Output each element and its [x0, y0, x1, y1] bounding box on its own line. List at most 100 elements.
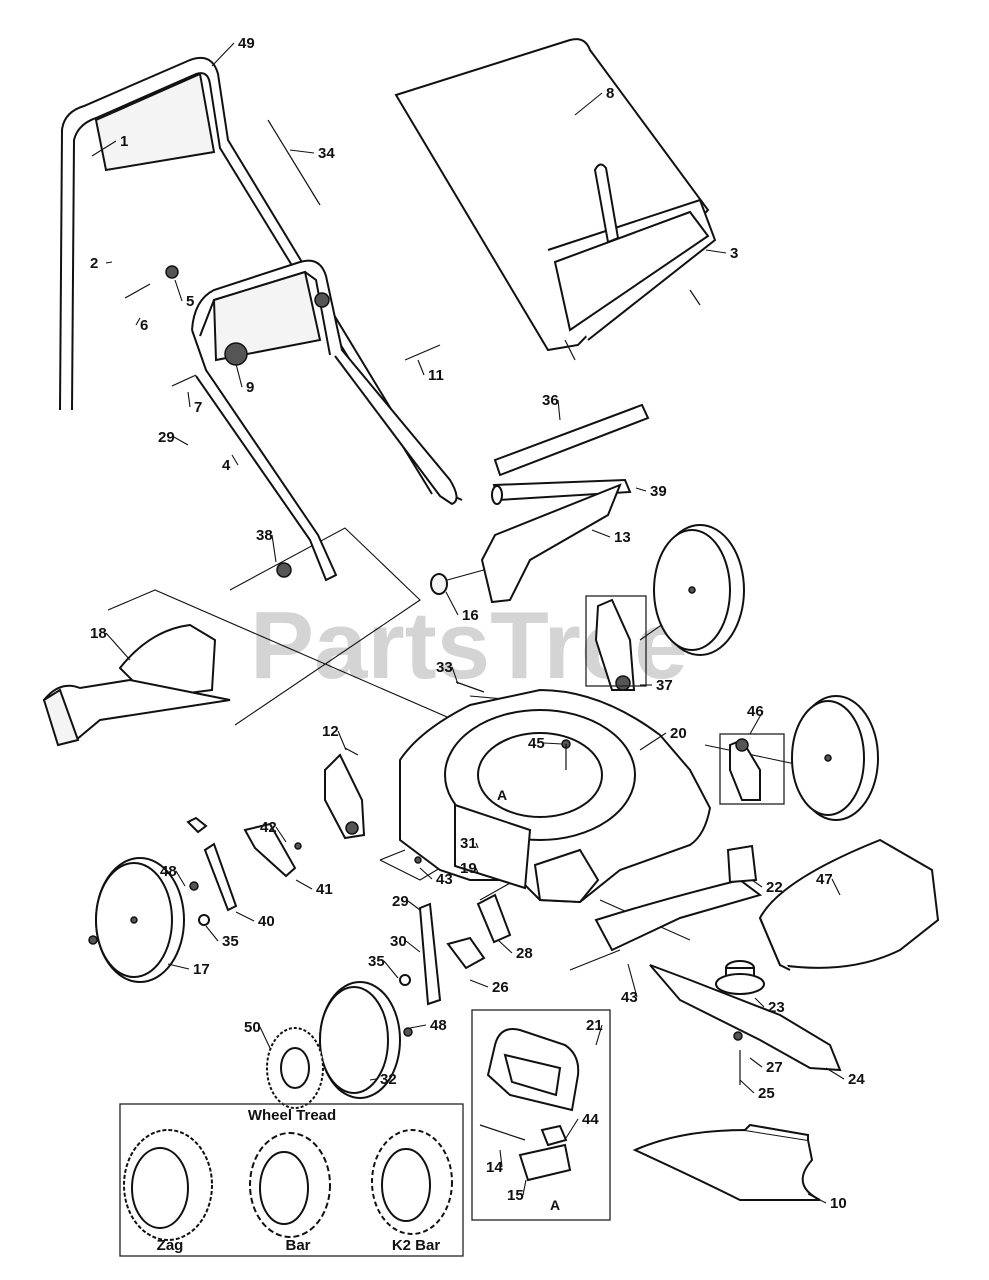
detail-marker-deck: A	[497, 787, 507, 803]
tread-k2bar-wheel	[371, 1129, 453, 1235]
callout-7: 7	[194, 399, 202, 416]
callout-leader	[639, 732, 667, 751]
callout-leader	[749, 710, 764, 735]
callout-leader	[259, 1026, 271, 1049]
callout-leader	[499, 1149, 503, 1168]
callout-28: 28	[516, 945, 533, 962]
tread-label-k2bar: K2 Bar	[392, 1237, 441, 1254]
callout-leader	[167, 963, 190, 970]
tread-label-bar: Bar	[285, 1237, 310, 1254]
rear-shield	[42, 623, 231, 747]
callout-leader	[543, 742, 563, 745]
callout-leader	[807, 1193, 827, 1204]
front-axle-parts	[399, 856, 512, 1037]
wheel-rear-left	[95, 857, 185, 983]
callout-29: 29	[158, 429, 175, 446]
callout-10: 10	[830, 1195, 847, 1212]
callout-14: 14	[486, 1159, 503, 1176]
callout-leader	[497, 939, 513, 954]
callout-leader	[173, 436, 189, 446]
callout-leader	[749, 1057, 763, 1068]
side-discharge-chute	[758, 838, 940, 971]
callout-29: 29	[392, 893, 409, 910]
callout-43: 43	[436, 871, 453, 888]
callout-leader	[595, 1024, 603, 1046]
callout-5: 5	[186, 293, 194, 310]
callout-8: 8	[606, 85, 614, 102]
baffle	[594, 844, 763, 952]
detail-box-46	[719, 733, 785, 805]
callout-19: 19	[460, 860, 477, 877]
callout-13: 13	[614, 529, 631, 546]
callout-leader	[739, 1079, 755, 1094]
callout-leader	[475, 867, 479, 874]
callout-leader	[469, 979, 489, 988]
callout-leader	[475, 842, 479, 849]
callout-leader	[407, 900, 421, 911]
callout-leader	[705, 249, 727, 254]
callout-49: 49	[238, 35, 255, 52]
callout-leader	[295, 879, 313, 890]
callout-50: 50	[244, 1019, 261, 1036]
callout-leader	[275, 826, 287, 843]
callout-34: 34	[318, 145, 335, 162]
callout-leader	[231, 454, 239, 466]
callout-46: 46	[747, 703, 764, 720]
callout-36: 36	[542, 392, 559, 409]
callout-48: 48	[430, 1017, 447, 1034]
callout-40: 40	[258, 913, 275, 930]
callout-leader	[751, 879, 763, 888]
callout-leader	[522, 1179, 527, 1196]
callout-16: 16	[462, 607, 479, 624]
rear-height-bracket	[324, 747, 366, 840]
callout-3: 3	[730, 245, 738, 262]
wheel-front-left	[319, 981, 401, 1099]
tread-label-zag: Zag	[157, 1237, 184, 1254]
callout-43: 43	[621, 989, 638, 1006]
tread-bar-wheel	[249, 1132, 331, 1238]
callout-4: 4	[222, 457, 231, 474]
height-adjuster-rear	[729, 738, 761, 801]
callout-leader	[205, 925, 219, 942]
detail-A-parts	[479, 1028, 580, 1182]
hubcap	[266, 1027, 324, 1109]
callout-leader	[289, 149, 315, 154]
blade-adapter	[715, 960, 765, 995]
callout-20: 20	[670, 725, 687, 742]
callout-41: 41	[316, 881, 333, 898]
callout-leader	[211, 42, 235, 67]
callout-30: 30	[390, 933, 407, 950]
tread-title: Wheel Tread	[248, 1107, 336, 1124]
callout-leader	[174, 279, 183, 302]
callout-leader	[635, 487, 647, 492]
wheel-front-right	[653, 524, 745, 656]
callout-leader	[105, 261, 113, 264]
callout-39: 39	[650, 483, 667, 500]
mulch-plug	[632, 1123, 821, 1201]
grass-bag	[394, 38, 717, 361]
callout-47: 47	[816, 871, 833, 888]
callout-leader	[235, 363, 243, 388]
callout-9: 9	[246, 379, 254, 396]
callout-11: 11	[428, 367, 444, 384]
callout-leader	[175, 870, 186, 887]
callout-48: 48	[160, 863, 177, 880]
callout-leader	[825, 1067, 845, 1080]
callout-31: 31	[460, 835, 477, 852]
callout-2: 2	[90, 255, 98, 272]
callout-leader	[451, 666, 459, 685]
handle-knobs	[124, 119, 441, 578]
callout-leader	[135, 317, 141, 326]
detail-box-A	[471, 1009, 611, 1221]
callout-35: 35	[222, 933, 239, 950]
callout-leader	[627, 963, 638, 998]
callout-leader	[271, 534, 277, 563]
callout-18: 18	[90, 625, 107, 642]
callout-leader	[235, 911, 255, 922]
callout-leader	[754, 997, 765, 1008]
callout-38: 38	[256, 527, 273, 544]
callout-35: 35	[368, 953, 385, 970]
callout-42: 42	[260, 819, 277, 836]
callout-leader	[565, 1118, 579, 1139]
